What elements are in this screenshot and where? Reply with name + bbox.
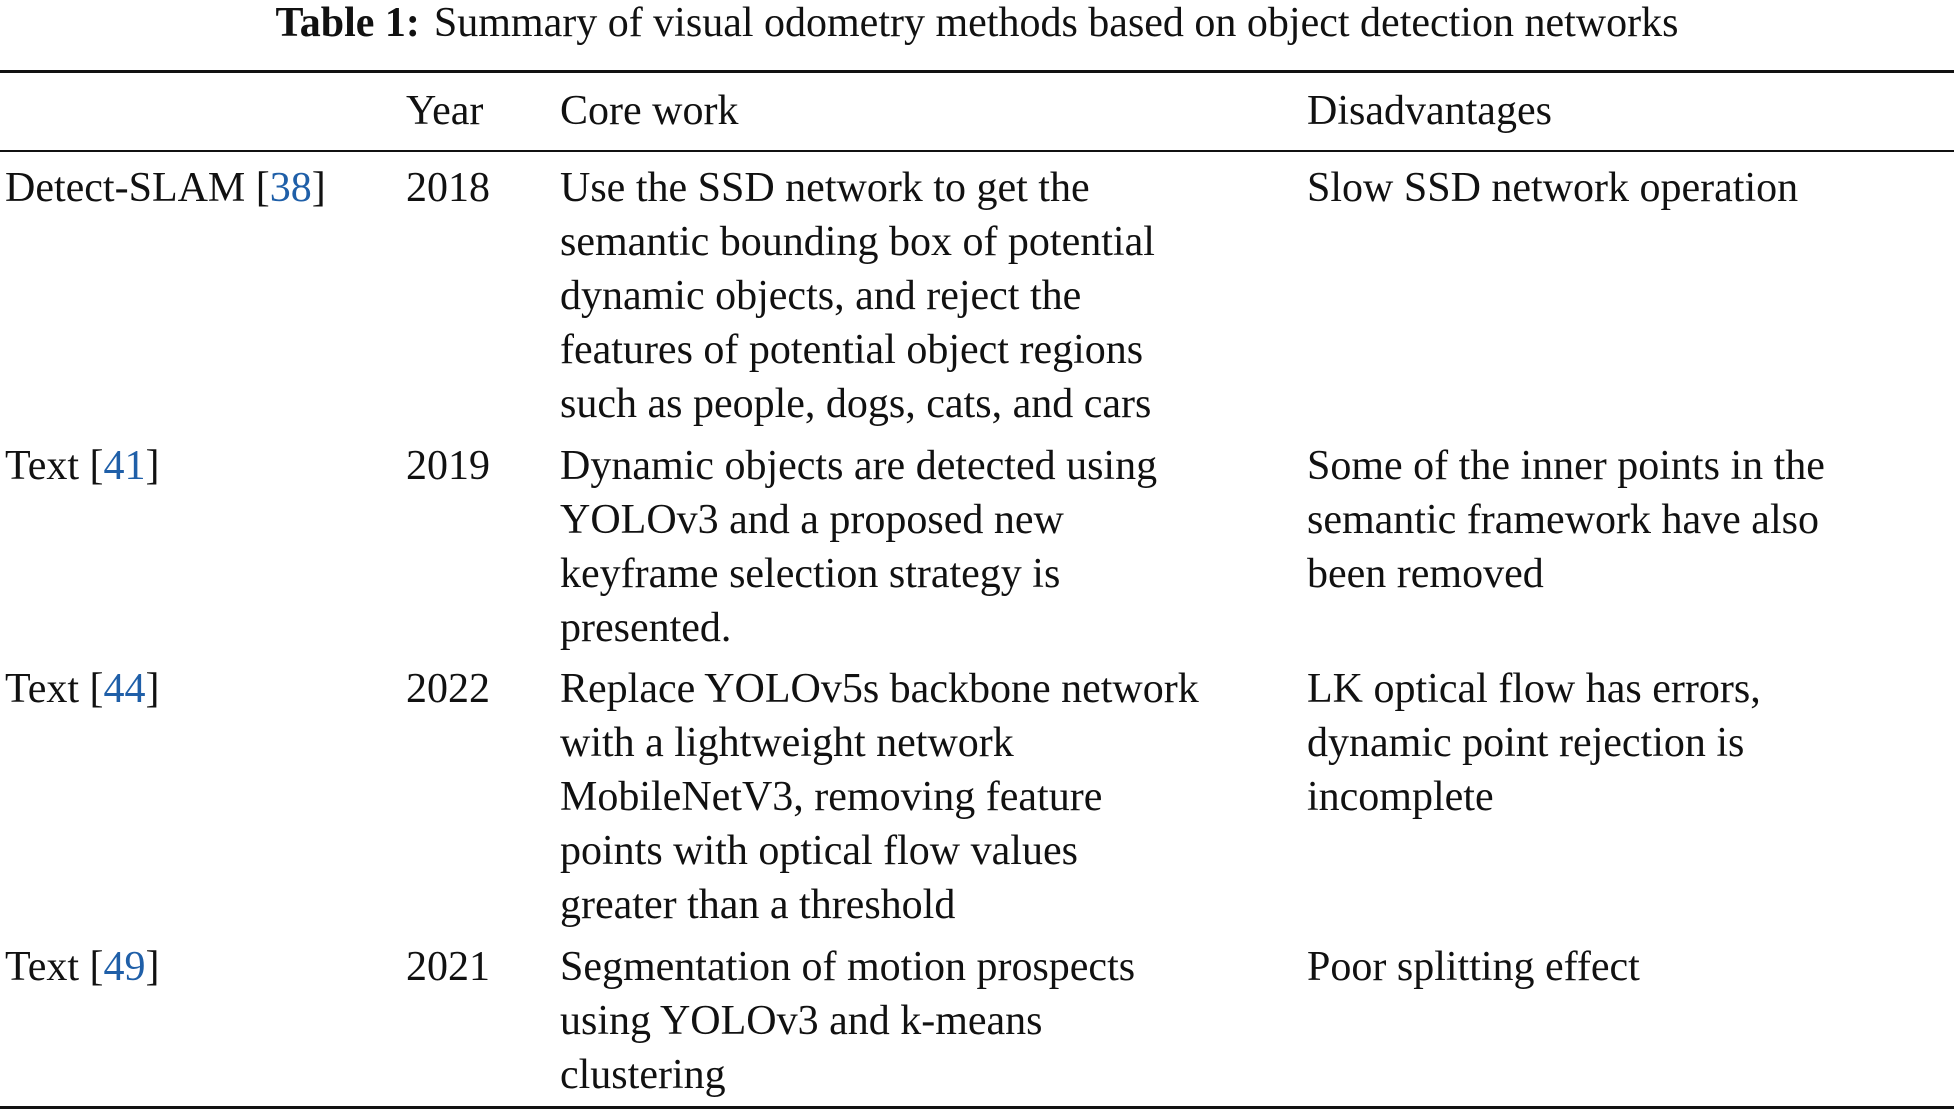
table-row-2-disadvantage-line-3: been removed — [1307, 551, 1544, 597]
table-caption-label: Table 1: — [275, 0, 420, 46]
table-header-rule — [0, 150, 1954, 152]
citation-link[interactable]: 41 — [103, 443, 146, 489]
table-caption-text: Summary of visual odometry methods based… — [433, 0, 1679, 46]
table-row-1-core-line-4: features of potential object regions — [560, 327, 1144, 373]
table-row-2-core-line-1: Dynamic objects are detected using — [560, 443, 1158, 489]
table-row-3-method: Text [44] — [5, 666, 160, 712]
method-name: Detect-SLAM — [5, 165, 246, 211]
header-core-work: Core work — [560, 88, 739, 134]
table-row-3-disadvantage-line-1: LK optical flow has errors, — [1307, 666, 1761, 712]
table-row-1-core-line-1: Use the SSD network to get the — [560, 165, 1090, 211]
table-row-1-core-line-5: such as people, dogs, cats, and cars — [560, 381, 1152, 427]
table-row-1-core-line-3: dynamic objects, and reject the — [560, 273, 1082, 319]
table-row-3-core-line-4: points with optical flow values — [560, 828, 1078, 874]
header-year: Year — [406, 88, 484, 134]
table-caption: Table 1: Summary of visual odometry metho… — [0, 0, 1954, 46]
table-row-1-disadvantage-line-1: Slow SSD network operation — [1307, 165, 1799, 211]
table-row-2-disadvantage-line-1: Some of the inner points in the — [1307, 443, 1825, 489]
table-row-2-core-line-3: keyframe selection strategy is — [560, 551, 1061, 597]
table-row-4-year: 2021 — [406, 944, 490, 990]
table-row-1-year: 2018 — [406, 165, 490, 211]
method-name: Text — [5, 944, 80, 990]
table-row-4-core-line-1: Segmentation of motion prospects — [560, 944, 1136, 990]
table-row-4-method: Text [49] — [5, 944, 160, 990]
table-row-2-disadvantage-line-2: semantic framework have also — [1307, 497, 1819, 543]
table-bottom-rule — [0, 1106, 1954, 1109]
table-row-4-disadvantage-line-1: Poor splitting effect — [1307, 944, 1640, 990]
citation-link[interactable]: 44 — [103, 666, 146, 712]
table-row-2-year: 2019 — [406, 443, 490, 489]
table-row-3-year: 2022 — [406, 666, 490, 712]
table-row-3-core-line-3: MobileNetV3, removing feature — [560, 774, 1103, 820]
method-name: Text — [5, 443, 80, 489]
table-row-2-core-line-4: presented. — [560, 605, 732, 651]
table-row-1-core-line-2: semantic bounding box of potential — [560, 219, 1155, 265]
table-row-2-method: Text [41] — [5, 443, 160, 489]
header-disadvantages: Disadvantages — [1307, 88, 1552, 134]
table-row-3-disadvantage-line-3: incomplete — [1307, 774, 1494, 820]
table-top-rule — [0, 70, 1954, 73]
table-row-4-core-line-3: clustering — [560, 1052, 726, 1098]
table-row-2-core-line-2: YOLOv3 and a proposed new — [560, 497, 1064, 543]
table-row-1-method: Detect-SLAM [38] — [5, 165, 326, 211]
citation-link[interactable]: 49 — [103, 944, 146, 990]
method-name: Text — [5, 666, 80, 712]
table-row-3-disadvantage-line-2: dynamic point rejection is — [1307, 720, 1745, 766]
table-row-3-core-line-2: with a lightweight network — [560, 720, 1014, 766]
table-row-4-core-line-2: using YOLOv3 and k-means — [560, 998, 1043, 1044]
table-row-3-core-line-5: greater than a threshold — [560, 882, 956, 928]
citation-link[interactable]: 38 — [269, 165, 312, 211]
table-row-3-core-line-1: Replace YOLOv5s backbone network — [560, 666, 1199, 712]
